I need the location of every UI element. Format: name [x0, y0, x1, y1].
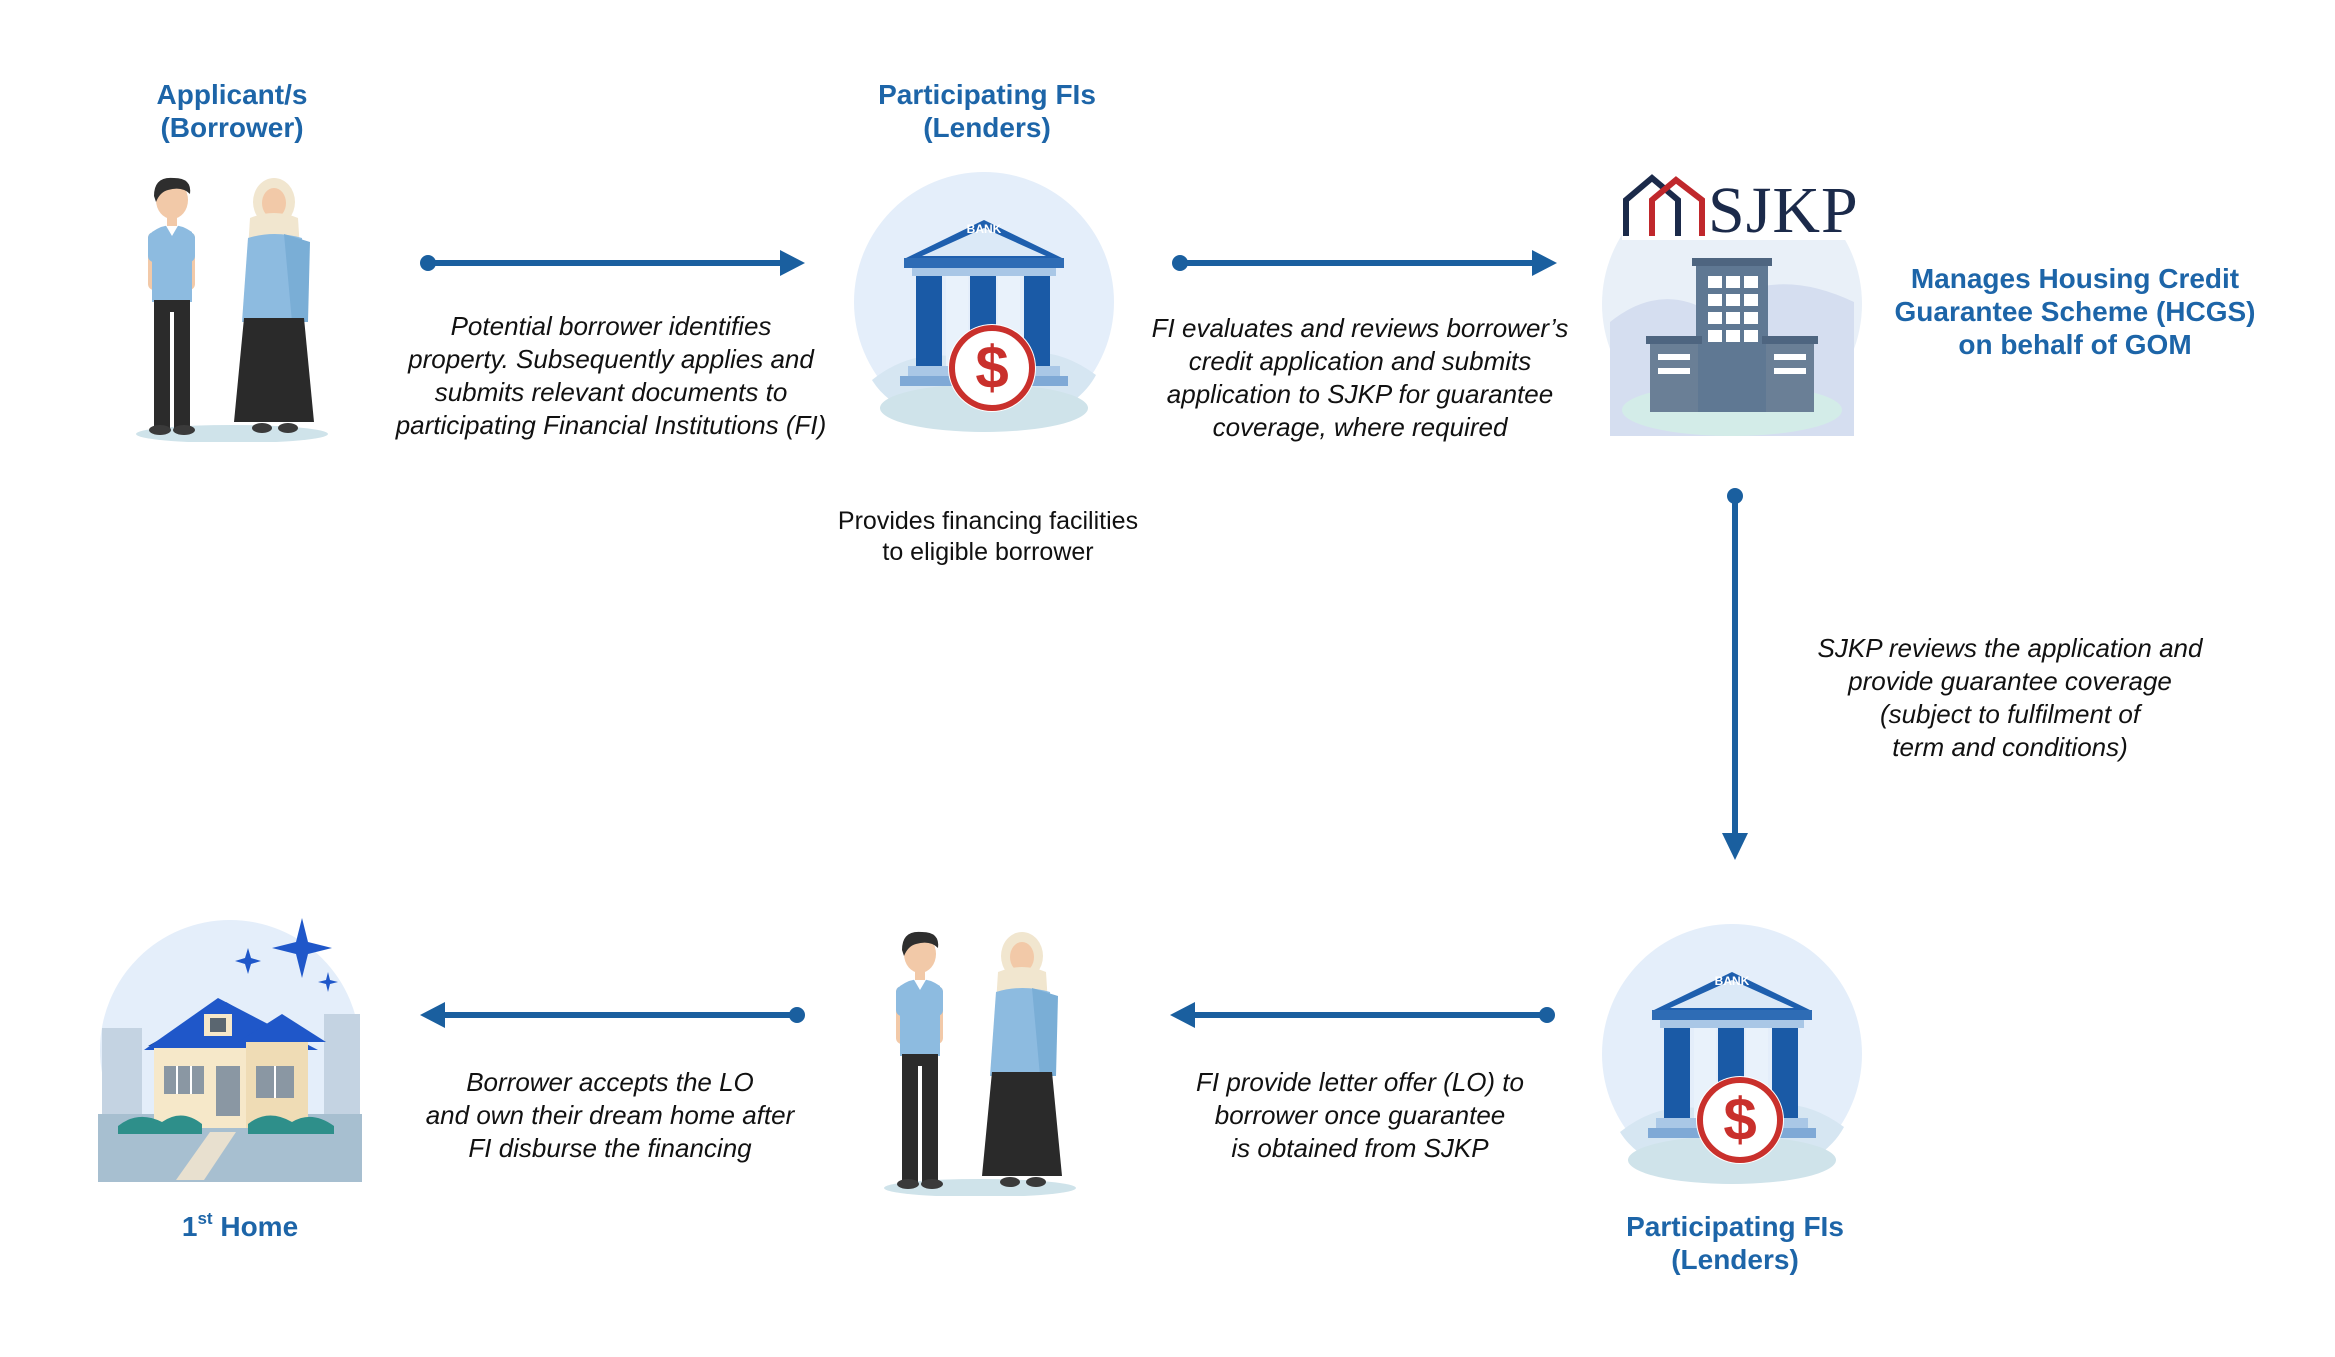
caption-step3-line3: (subject to fulfilment of — [1879, 699, 2141, 729]
sjkp-logo: SJKP — [1622, 170, 1858, 244]
fi-note-line1: Provides financing facilities — [837, 507, 1139, 535]
caption-step4-line1: FI provide letter offer (LO) to — [1195, 1067, 1524, 1097]
caption-step3-line1: SJKP reviews the application and — [1817, 633, 2203, 663]
sjkp-description-line3: on behalf of GOM — [1958, 329, 2192, 360]
caption-step4-line3: is obtained from SJKP — [1231, 1133, 1489, 1163]
caption-step5-line2: and own their dream home after — [425, 1100, 795, 1130]
sjkp-logo-text: SJKP — [1708, 174, 1859, 247]
bank-dollar-icon: BANK $ — [852, 170, 1116, 434]
arrow-borrower-to-home — [420, 1002, 805, 1028]
sjkp-description-line2: Guarantee Scheme (HCGS) — [1894, 296, 2256, 327]
fi-top-title: Participating FIs (Lenders) — [862, 78, 1112, 144]
caption-step2-line1: FI evaluates and reviews borrower’s — [1151, 313, 1569, 343]
arrow-fi-to-borrower — [1170, 1002, 1555, 1028]
caption-step1-line2: property. Subsequently applies and — [408, 344, 814, 374]
fi-bottom-title-line2: (Lenders) — [1671, 1244, 1799, 1275]
fi-bottom-title: Participating FIs (Lenders) — [1610, 1210, 1860, 1276]
home-ordinal-suffix: st — [197, 1208, 213, 1228]
caption-step1-line4: participating Financial Institutions (FI… — [395, 410, 827, 440]
fi-note: Provides financing facilities to eligibl… — [808, 506, 1168, 568]
bank-sign-text: BANK — [1714, 974, 1750, 988]
caption-step3-line2: provide guarantee coverage — [1848, 666, 2172, 696]
applicant-title: Applicant/s (Borrower) — [122, 78, 342, 144]
fi-note-line2: to eligible borrower — [882, 538, 1094, 566]
fi-top-title-line2: (Lenders) — [923, 112, 1051, 143]
arrow-applicant-to-fi — [420, 250, 805, 276]
caption-step1: Potential borrower identifies property. … — [376, 310, 846, 442]
caption-step5-line1: Borrower accepts the LO — [466, 1067, 754, 1097]
sparkle-icon — [235, 918, 338, 992]
bank-sign-text: BANK — [966, 222, 1002, 236]
fi-top-title-line1: Participating FIs — [878, 79, 1096, 110]
home-ordinal: 1 — [181, 1211, 198, 1242]
sjkp-description-line1: Manages Housing Credit — [1910, 263, 2240, 294]
caption-step5-line3: FI disburse the financing — [468, 1133, 752, 1163]
fi-bottom-title-line1: Participating FIs — [1626, 1211, 1844, 1242]
caption-step3: SJKP reviews the application and provide… — [1790, 632, 2230, 764]
sjkp-description: Manages Housing Credit Guarantee Scheme … — [1880, 262, 2270, 361]
caption-step3-line4: term and conditions) — [1892, 732, 2128, 762]
caption-step2-line4: coverage, where required — [1212, 412, 1508, 442]
caption-step5: Borrower accepts the LO and own their dr… — [400, 1066, 820, 1165]
home-title-line: 1st Home — [130, 1210, 350, 1243]
caption-step2-line3: application to SJKP for guarantee — [1166, 379, 1554, 409]
dollar-icon: $ — [975, 334, 1009, 401]
caption-step1-line3: submits relevant documents to — [434, 377, 788, 407]
home-title: 1st Home — [130, 1210, 350, 1243]
applicant-title-line1: Applicant/s — [156, 79, 308, 110]
home-label: Home — [220, 1211, 299, 1242]
couple-people-icon — [880, 926, 1080, 1196]
dollar-icon: $ — [1723, 1086, 1757, 1153]
sjkp-logo-houses-icon — [1623, 174, 1705, 236]
caption-step1-line1: Potential borrower identifies — [450, 311, 772, 341]
couple-people-icon — [132, 172, 332, 442]
caption-step2: FI evaluates and reviews borrower’s cred… — [1130, 312, 1590, 444]
arrow-sjkp-to-fi — [1722, 488, 1748, 860]
applicant-title-line2: (Borrower) — [160, 112, 304, 143]
caption-step2-line2: credit application and submits — [1188, 346, 1532, 376]
bank-dollar-icon: BANK $ — [1600, 922, 1864, 1186]
arrow-fi-to-sjkp — [1172, 250, 1557, 276]
caption-step4-line2: borrower once guarantee — [1214, 1100, 1506, 1130]
caption-step4: FI provide letter offer (LO) to borrower… — [1140, 1066, 1580, 1165]
